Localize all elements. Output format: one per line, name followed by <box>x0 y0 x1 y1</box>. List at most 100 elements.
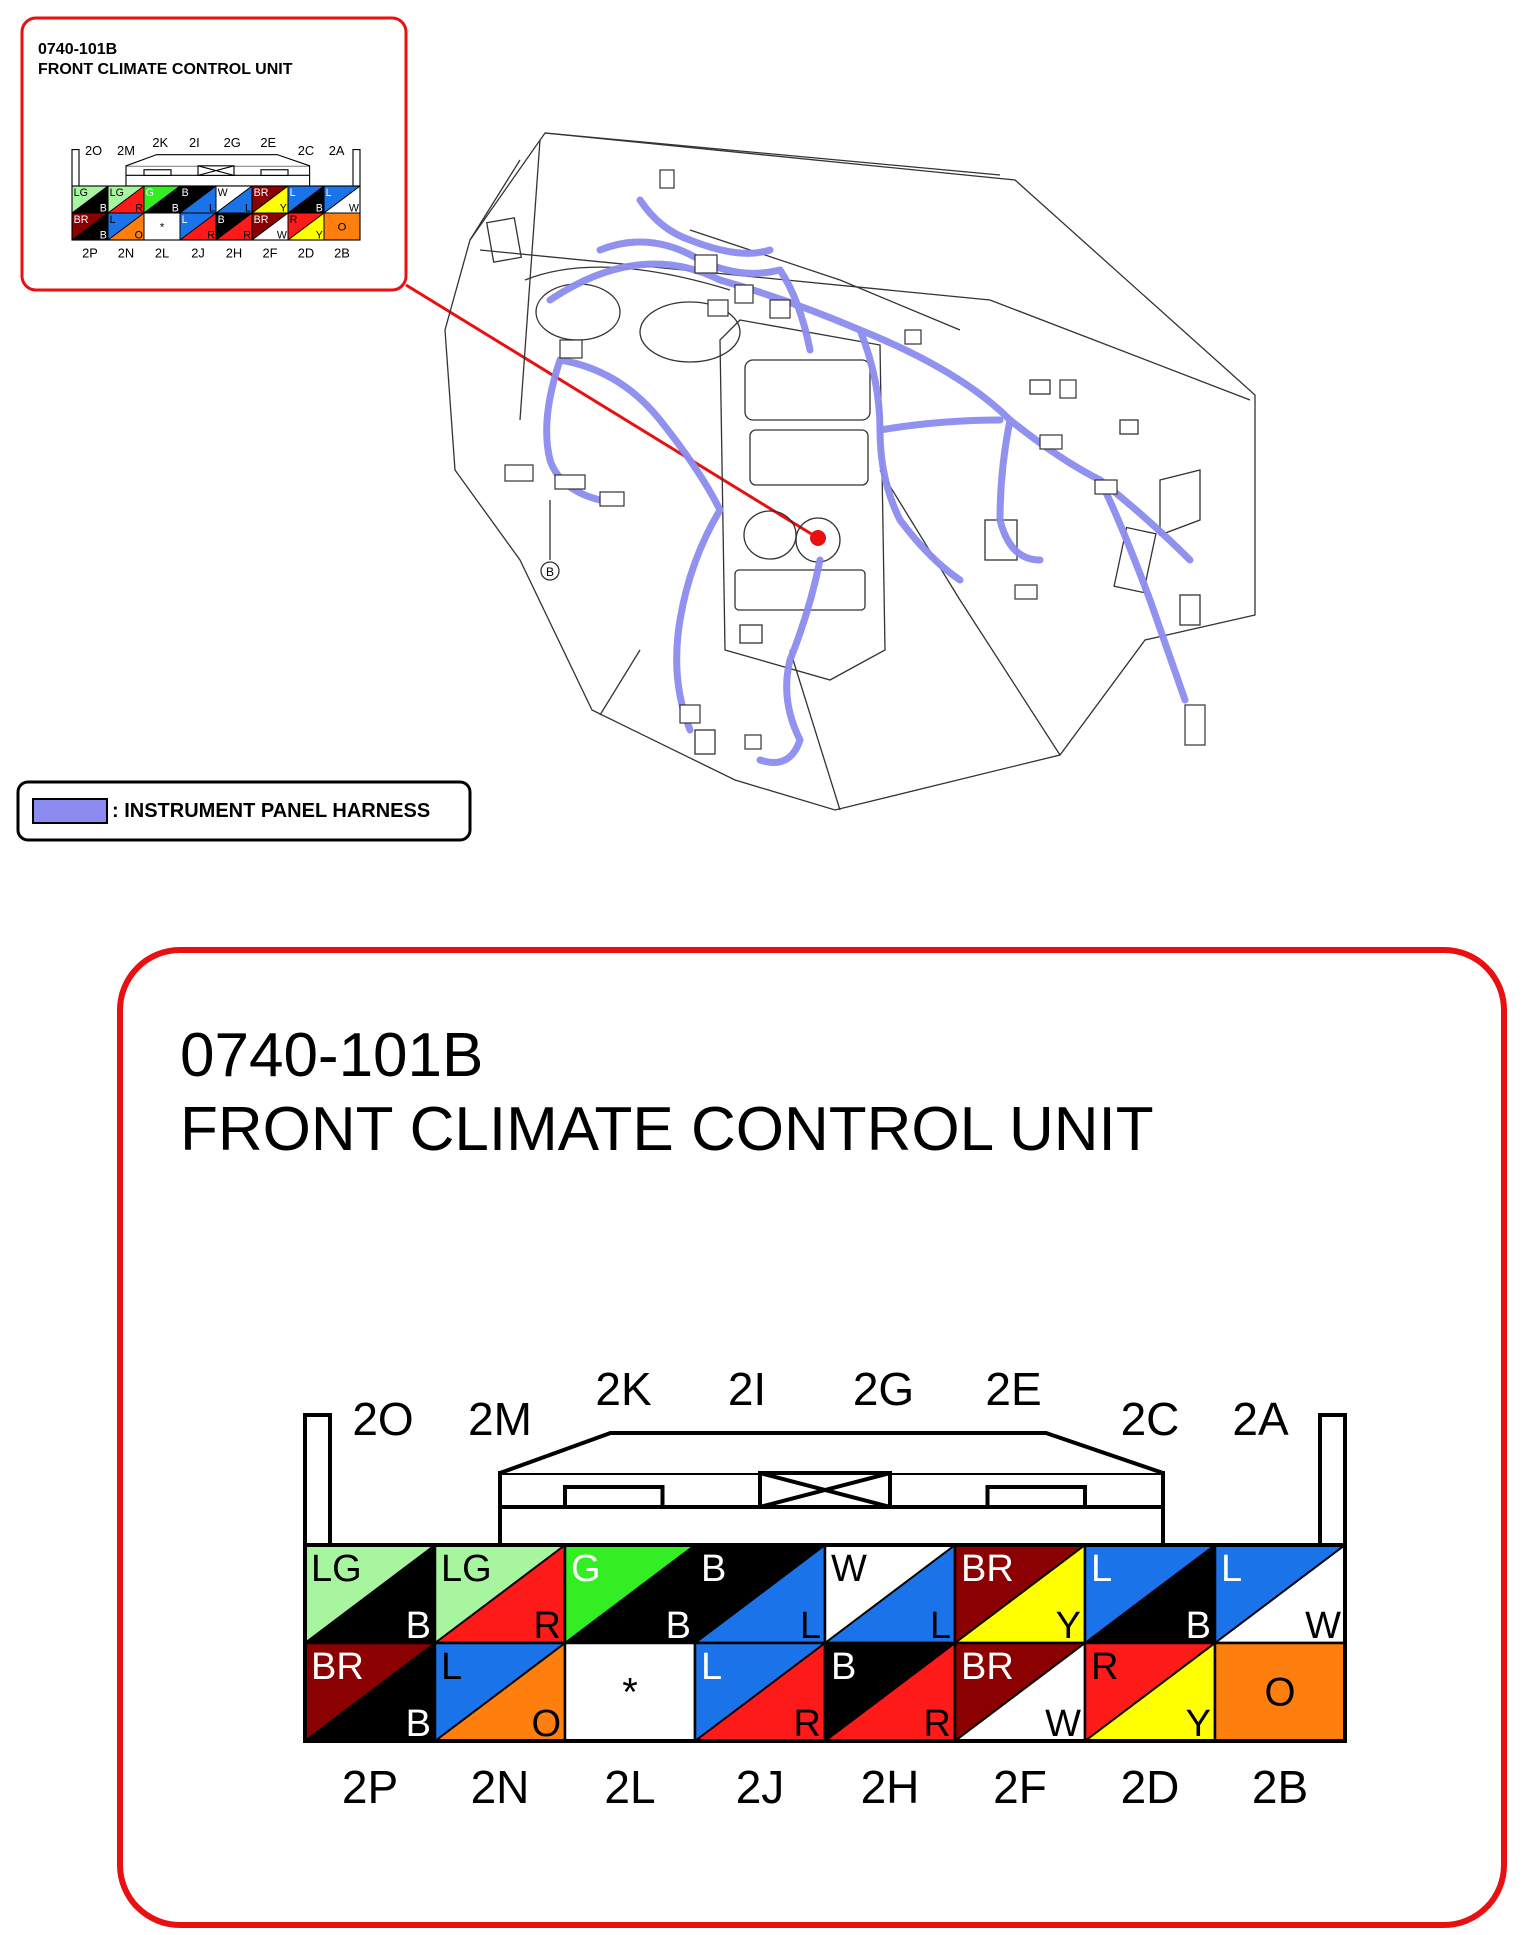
large-connector-cavity: RY <box>1083 1641 1217 1745</box>
small-connector-cavity: BL <box>179 185 217 215</box>
large-connector-wire-color-stripe: B <box>1186 1605 1211 1647</box>
ground-marker-label: B <box>546 565 554 579</box>
large-connector-pin-label-bottom: 2J <box>736 1761 785 1813</box>
small-connector-code: 0740-101B <box>38 41 117 58</box>
large-connector-wire-color-stripe: R <box>794 1703 821 1745</box>
small-connector-wire-color-primary: L <box>290 187 296 199</box>
small-connector-left-tab <box>71 149 80 186</box>
large-connector-wire-color-stripe: B <box>406 1703 431 1745</box>
large-connector-wire-color-primary: G <box>571 1548 601 1590</box>
instrument-panel-harness <box>543 196 1194 766</box>
large-connector-wire-color-stripe: L <box>800 1605 821 1647</box>
harness-connectors <box>504 169 1206 750</box>
small-connector-pin-label-bottom: 2P <box>82 245 98 260</box>
large-connector-pin-label-top: 2I <box>728 1363 766 1415</box>
large-connector-wire-color-stripe: Y <box>1186 1703 1211 1745</box>
large-connector-pin-label-bottom: 2N <box>471 1761 530 1813</box>
small-connector-wire-color-stripe: R <box>135 203 143 215</box>
small-connector-wire-color-stripe: Y <box>316 230 323 242</box>
large-connector-cavity: BR <box>823 1641 957 1745</box>
large-connector-wire-color-primary: L <box>1221 1548 1242 1590</box>
small-connector-pin-label-top: 2K <box>152 135 168 150</box>
large-connector-wire-color-stripe: R <box>534 1605 561 1647</box>
small-connector-wire-color-stripe: B <box>100 203 107 215</box>
small-connector-cavity-label: * <box>160 221 165 233</box>
small-connector-wire-color-primary: R <box>290 214 298 226</box>
large-connector-callout: 0740-101B FRONT CLIMATE CONTROL UNIT LGB… <box>117 947 1507 1928</box>
large-connector-cavity: BL <box>693 1543 827 1647</box>
large-connector-left-tab <box>303 1413 332 1545</box>
small-connector-cavity: RY <box>287 212 325 242</box>
large-connector-pin-label-bottom: 2H <box>861 1761 920 1813</box>
large-connector-cavity: LG R <box>433 1543 567 1647</box>
large-connector-wire-color-primary: BR <box>961 1548 1014 1590</box>
large-connector-pin-label-top: 2C <box>1121 1393 1180 1445</box>
small-connector-pin-label-top: 2G <box>224 135 241 150</box>
large-connector-cavity: BRY <box>953 1543 1087 1647</box>
small-connector-pin-label-top: 2O <box>85 143 102 158</box>
small-connector-wire-color-stripe: B <box>172 203 179 215</box>
small-connector-cavity: BRW <box>251 212 289 242</box>
large-connector-cavity: * <box>563 1641 697 1743</box>
small-connector-cavity: LGB <box>71 185 109 215</box>
small-connector-pin-label-bottom: 2N <box>118 245 134 260</box>
small-connector-wire-color-stripe: W <box>349 203 359 215</box>
small-connector-pin-label-top: 2A <box>329 143 345 158</box>
large-connector-latch-top <box>499 1431 1164 1475</box>
large-connector-cavity: BRW <box>953 1641 1087 1745</box>
small-connector-cavity: BRY <box>251 185 289 215</box>
small-connector-wire-color-stripe: O <box>135 230 143 242</box>
large-connector-wire-color-primary: L <box>1091 1548 1112 1590</box>
large-connector-pin-label-bottom: 2P <box>342 1761 398 1813</box>
small-connector-latch-top <box>125 154 310 167</box>
large-connector-wire-color-primary: LG <box>441 1548 492 1590</box>
large-connector-wire-color-stripe: B <box>406 1605 431 1647</box>
small-connector-wire-color-primary: L <box>110 214 116 226</box>
large-connector-wire-color-primary: BR <box>311 1646 364 1688</box>
small-connector-face-border <box>71 185 361 241</box>
large-connector-name: FRONT CLIMATE CONTROL UNIT <box>180 1095 1154 1164</box>
small-connector-pin-label-top: 2M <box>117 143 135 158</box>
large-connector-cavity: O <box>1213 1641 1347 1743</box>
cluster-gauge-left <box>535 283 621 341</box>
cluster-gauge-center <box>639 301 741 363</box>
large-connector-pin-label-bottom: 2L <box>604 1761 655 1813</box>
small-connector-pin-label-bottom: 2F <box>262 245 277 260</box>
large-connector-pin-label-top: 2A <box>1232 1393 1289 1445</box>
small-connector-cavity: BR B <box>71 212 109 242</box>
small-connector-callout: 0740-101B FRONT CLIMATE CONTROL UNIT LGB… <box>20 16 408 292</box>
large-connector-cavity: WL <box>823 1543 957 1647</box>
small-connector-cavity: WL <box>215 185 253 215</box>
instrument-panel-drawing <box>444 132 1256 811</box>
small-connector-cavity: LR <box>179 212 217 242</box>
small-connector-pin-label-top: 2E <box>260 135 276 150</box>
dashboard-outline <box>444 132 1256 811</box>
large-connector-wire-color-primary: LG <box>311 1548 362 1590</box>
small-connector-wire-color-stripe: Y <box>280 203 287 215</box>
small-connector-cavity: * <box>143 212 181 241</box>
large-connector-wire-color-primary: R <box>1091 1646 1118 1688</box>
right-vent <box>1113 526 1157 594</box>
large-connector-cavity-label: * <box>622 1671 638 1715</box>
large-connector-pin-label-bottom: 2F <box>993 1761 1047 1813</box>
small-connector-cavity: LGR <box>107 185 145 215</box>
large-connector-pin-label-bottom: 2D <box>1121 1761 1180 1813</box>
center-stack <box>719 319 886 681</box>
ground-point: B <box>540 500 560 581</box>
small-connector-pin-label-bottom: 2J <box>191 245 205 260</box>
large-connector-wire-color-stripe: R <box>924 1703 951 1745</box>
small-connector-wire-color-primary: BR <box>74 214 89 226</box>
small-connector-cavity: LO <box>107 212 145 242</box>
small-connector-cavity: BR <box>215 212 253 242</box>
large-connector-cavity-label: O <box>1264 1671 1295 1715</box>
small-connector-wire-color-stripe: B <box>100 230 107 242</box>
small-connector-right-tab <box>352 149 361 186</box>
small-connector-pin-label-top: 2I <box>189 135 200 150</box>
large-connector-code: 0740-101B <box>180 1021 483 1090</box>
connector-location-marker <box>810 530 826 546</box>
right-kick-connector <box>1184 704 1206 746</box>
large-connector-wire-color-stripe: L <box>930 1605 951 1647</box>
